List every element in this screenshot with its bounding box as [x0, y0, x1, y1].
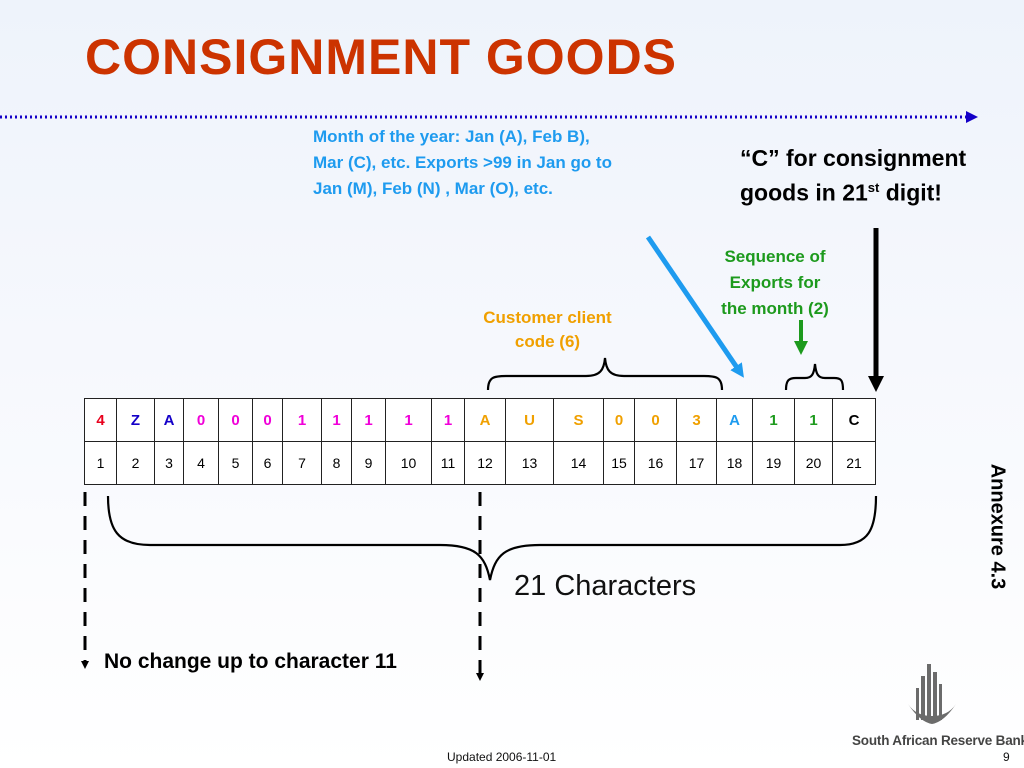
sequence-note-line-3: the month (2)	[721, 299, 829, 318]
bank-name: South African Reserve Bank	[852, 733, 1024, 748]
sequence-note-line-1: Sequence of	[724, 247, 826, 266]
position-cell: 16	[634, 441, 677, 485]
code-char-cell: 0	[218, 398, 253, 442]
month-arrow	[645, 235, 744, 378]
code-char-cell: 1	[752, 398, 795, 442]
consignment-note-superscript: st	[867, 180, 880, 195]
position-cell: 4	[183, 441, 219, 485]
position-cell: 17	[676, 441, 717, 485]
customer-note-line-1: Customer client	[483, 308, 612, 327]
code-char-cell: A	[154, 398, 184, 442]
customer-code-brace	[486, 357, 724, 391]
month-of-year-note: Month of the year: Jan (A), Feb B), Mar …	[313, 124, 673, 202]
month-note-line-1: Month of the year: Jan (A), Feb B),	[313, 127, 590, 146]
code-char-cell: 4	[84, 398, 117, 442]
code-char-cell: 1	[321, 398, 352, 442]
code-char-cell: C	[832, 398, 876, 442]
consignment-note-text: goods in 21	[740, 179, 868, 206]
code-char-cell: 1	[431, 398, 465, 442]
consignment-note-suffix: digit!	[879, 179, 942, 206]
position-cell: 2	[116, 441, 155, 485]
code-char-cell: A	[464, 398, 506, 442]
page-number: 9	[1003, 750, 1010, 764]
customer-note-line-2: code (6)	[514, 332, 581, 351]
month-note-line-2: Mar (C), etc. Exports >99 in Jan go to	[313, 153, 612, 172]
position-cell: 10	[385, 441, 432, 485]
sequence-note-line-2: Exports for	[729, 273, 821, 292]
position-cell: 1	[84, 441, 117, 485]
code-char-cell: 1	[351, 398, 386, 442]
code-char-cell: Z	[116, 398, 155, 442]
position-cell: 21	[832, 441, 876, 485]
position-cell: 5	[218, 441, 253, 485]
code-char-cell: 0	[183, 398, 219, 442]
total-length-brace	[106, 495, 878, 581]
code-char-cell: S	[553, 398, 604, 442]
footer-updated-date: Updated 2006-11-01	[447, 750, 557, 764]
position-cell: 20	[794, 441, 833, 485]
position-cell: 18	[716, 441, 753, 485]
position-cell: 9	[351, 441, 386, 485]
consignment-note-line-2: goods in 21st digit!	[740, 173, 1010, 208]
position-cell: 3	[154, 441, 184, 485]
month-note-line-3: Jan (M), Feb (N) , Mar (O), etc.	[313, 179, 553, 198]
position-cell: 6	[252, 441, 283, 485]
total-characters-label: 21 Characters	[514, 570, 697, 602]
position-cell: 19	[752, 441, 795, 485]
position-cell: 11	[431, 441, 465, 485]
no-change-label: No change up to character 11	[104, 650, 397, 673]
position-cell: 7	[282, 441, 322, 485]
code-characters-row: 4 Z A 0 0 0 1 1 1 1 1 A U S 0 0 3 A 1 1 …	[84, 398, 876, 442]
sequence-note: Sequence of Exports for the month (2)	[700, 244, 850, 322]
code-positions-row: 1 2 3 4 5 6 7 8 9 10 11 12 13 14 15 16 1…	[84, 441, 876, 485]
slide-title: CONSIGNMENT GOODS	[85, 29, 678, 85]
position-cell: 15	[603, 441, 635, 485]
code-char-cell: 0	[634, 398, 677, 442]
position-cell: 8	[321, 441, 352, 485]
code-char-cell: 1	[282, 398, 322, 442]
consignment-digit-note: “C” for consignment goods in 21st digit!	[740, 143, 1010, 208]
position-cell: 13	[505, 441, 554, 485]
code-char-cell: 0	[252, 398, 283, 442]
consignment-note-line-1: “C” for consignment	[740, 145, 967, 171]
code-char-cell: 1	[794, 398, 833, 442]
code-table: 4 Z A 0 0 0 1 1 1 1 1 A U S 0 0 3 A 1 1 …	[84, 398, 876, 485]
position-cell: 12	[464, 441, 506, 485]
customer-code-note: Customer client code (6)	[465, 306, 630, 354]
sequence-brace	[784, 363, 845, 391]
position-cell: 14	[553, 441, 604, 485]
